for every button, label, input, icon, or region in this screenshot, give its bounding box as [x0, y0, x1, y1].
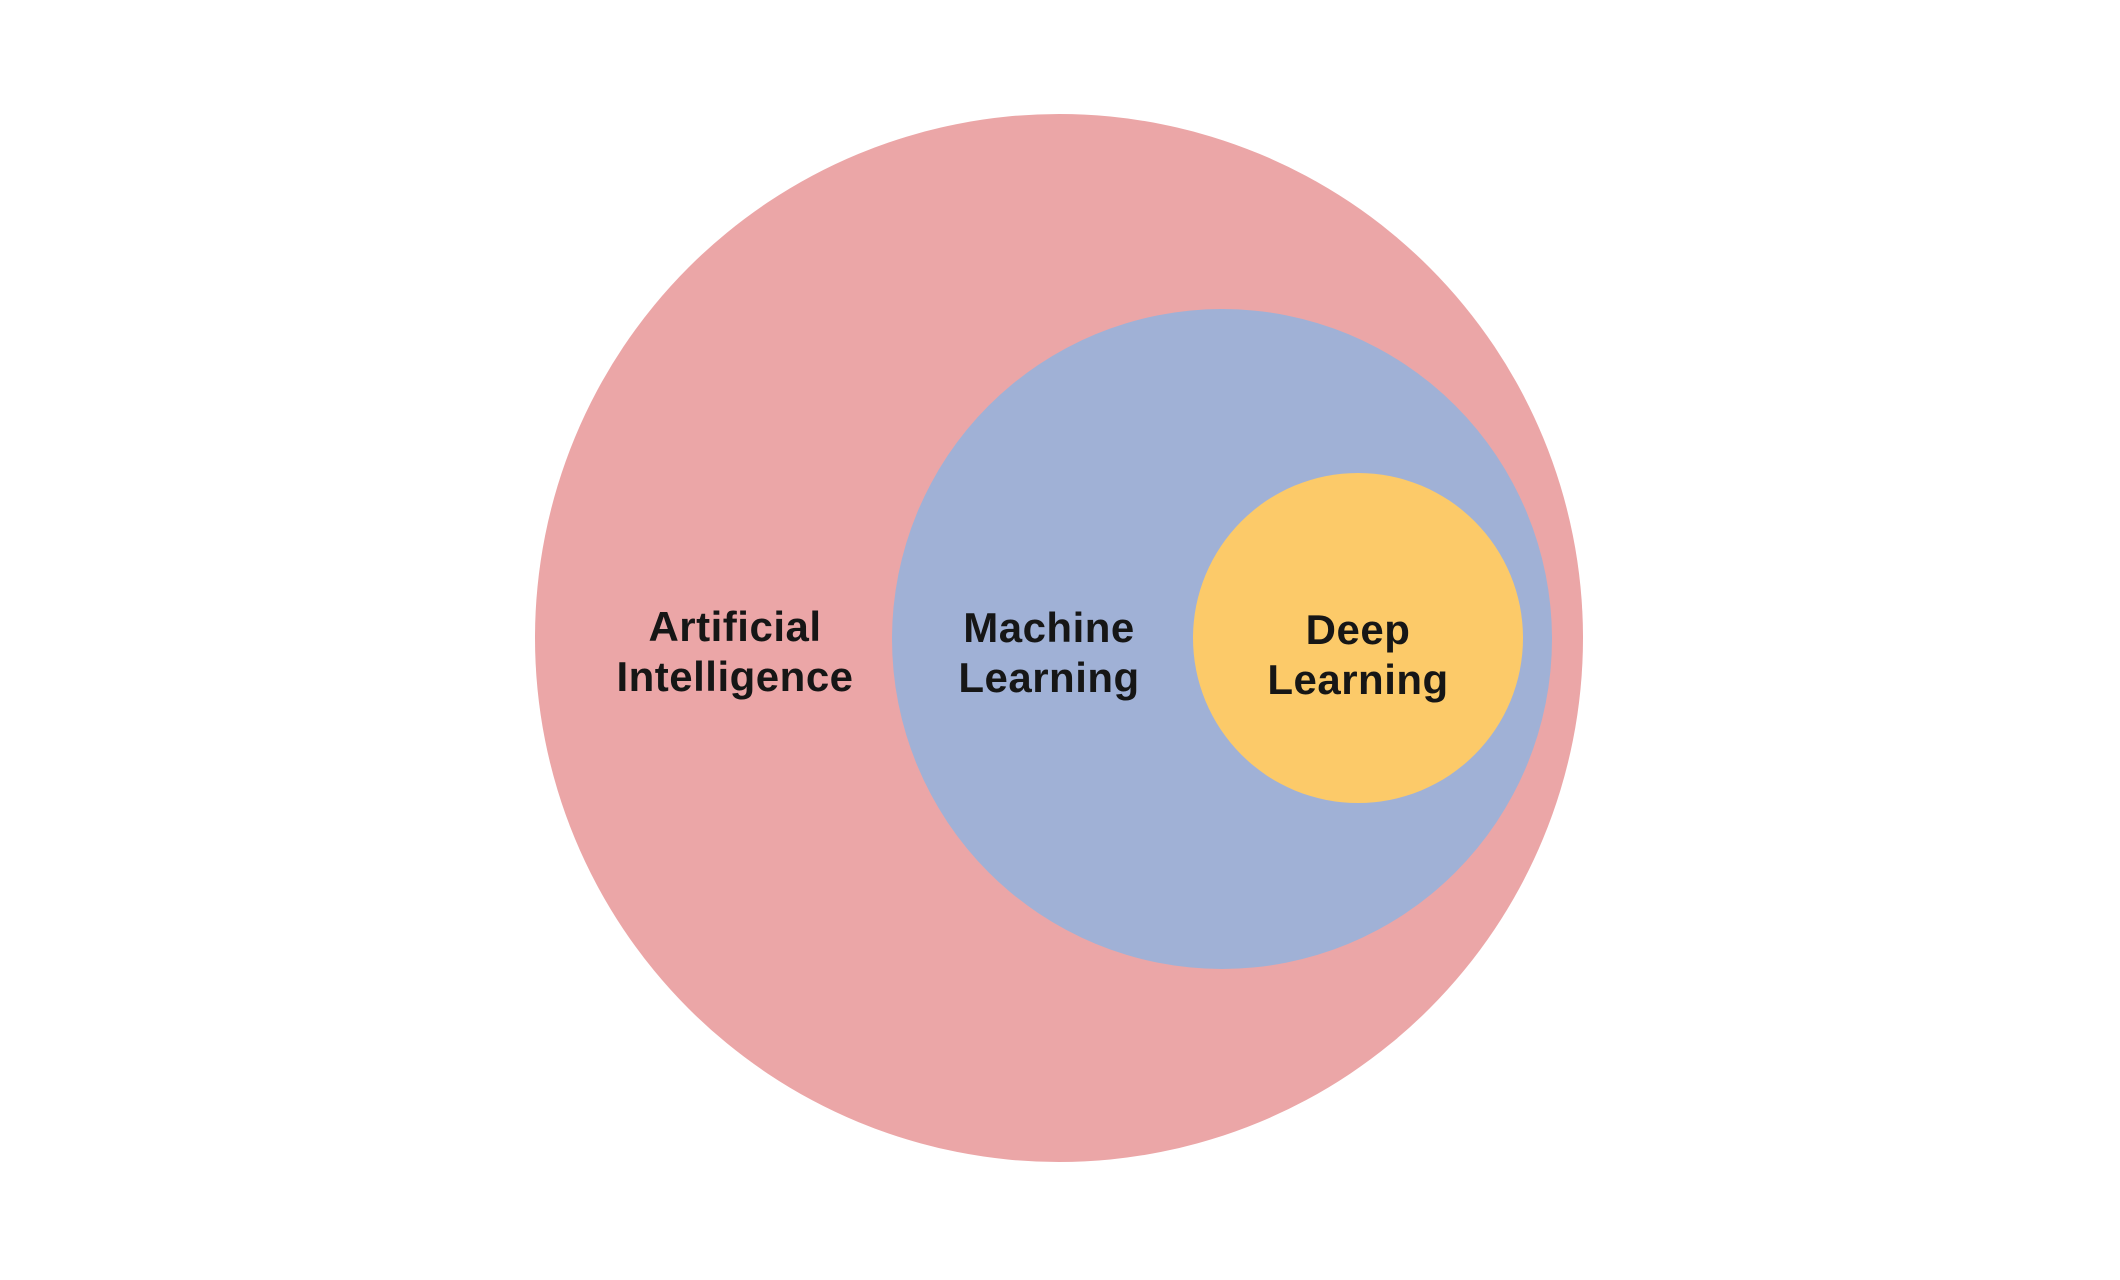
label-machine-learning: Machine Learning	[958, 603, 1139, 703]
label-artificial-intelligence-line1: Artificial	[648, 603, 822, 650]
circle-deep-learning	[1193, 473, 1523, 803]
label-artificial-intelligence: Artificial Intelligence	[616, 602, 853, 702]
label-deep-learning-line2: Learning	[1267, 656, 1449, 703]
label-deep-learning-line1: Deep	[1305, 606, 1411, 653]
label-artificial-intelligence-line2: Intelligence	[616, 653, 854, 700]
label-machine-learning-line1: Machine	[963, 604, 1135, 651]
label-machine-learning-line2: Learning	[958, 654, 1140, 701]
label-deep-learning: Deep Learning	[1267, 605, 1448, 705]
